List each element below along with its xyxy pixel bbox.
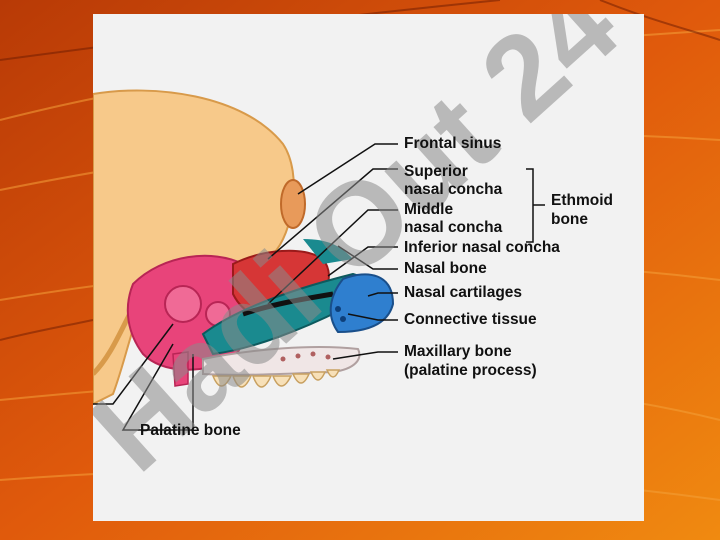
label-nasal-cartilages: Nasal cartilages [404,284,523,301]
frontal-sinus-shape [280,179,306,229]
label-middle-concha-1: Middle [404,201,454,218]
label-superior-concha-1: Superior [404,163,468,180]
label-ethmoid-1: Ethmoid [551,192,613,209]
label-middle-concha-2: nasal concha [404,219,503,236]
nasal-bone-shape [303,239,353,264]
label-inferior-concha: Inferior nasal concha [404,239,560,256]
label-palatine-bone: Palatine bone [140,422,241,439]
anatomy-figure: Hadi Out 24 Frontal sinus Superior nasal… [93,14,644,521]
nasal-cavity-diagram: Hadi Out 24 [93,14,643,496]
maxillary-palate-shape [202,346,361,376]
nasal-cartilage-shape [329,273,395,334]
label-connective-tissue: Connective tissue [404,311,537,328]
label-nasal-bone: Nasal bone [404,260,487,277]
label-superior-concha-2: nasal concha [404,181,503,198]
label-maxillary-2: (palatine process) [404,362,537,379]
label-maxillary-1: Maxillary bone [404,343,512,360]
leader-lines [93,143,398,431]
palatine-bone-shape [172,351,189,387]
label-frontal-sinus: Frontal sinus [404,135,502,152]
label-ethmoid-2: bone [551,211,589,228]
teeth [211,369,341,388]
ethmoid-bracket [526,168,545,243]
